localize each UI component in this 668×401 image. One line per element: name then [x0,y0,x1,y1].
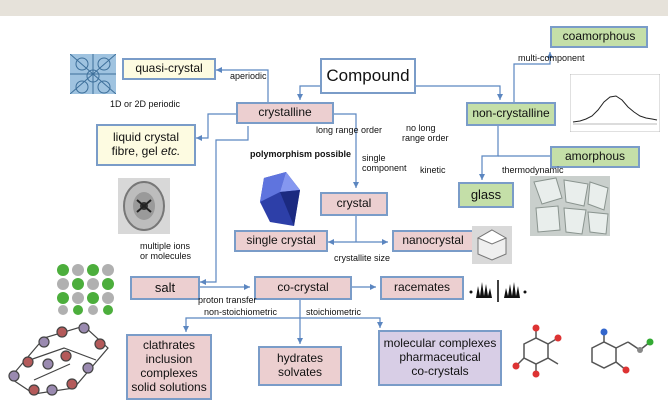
molecular-line: pharmaceutical [399,350,481,365]
gemstone-crystal-image [260,172,300,226]
liquid-crystal-diffraction-image [118,178,170,234]
label-crystallite-size: crystallite size [334,253,391,263]
co-crystal-box: co-crystal [254,276,352,300]
label-component: component [362,163,407,173]
label-thermodynamic: thermodynamic [502,165,564,175]
liquid-crystal-line1: liquid crystal [112,130,180,145]
glass-box: glass [458,182,514,208]
compound-label: Compound [326,66,410,86]
label-polymorphism-possible: polymorphism possible [250,149,352,159]
label-1d-2d-periodic: 1D or 2D periodic [110,99,181,109]
quasi-crystal-label: quasi-crystal [135,61,203,76]
arrow-to-salt-branch [200,126,249,285]
top-bar [0,0,668,16]
racemates-box: racemates [380,276,464,300]
glass-shards-image [530,176,610,236]
coamorphous-label: coamorphous [562,29,636,44]
clathrates-box: clathrates inclusion complexes solid sol… [126,334,212,400]
label-or-molecules: or molecules [140,251,192,261]
arrow-to-molecular [300,317,383,328]
label-range-order: range order [402,133,449,143]
xrd-pattern-image [570,74,660,132]
non-crystalline-box: non-crystalline [466,102,556,126]
clathrates-line: inclusion [145,352,193,367]
arrow-to-quasi [216,67,269,102]
coamorphous-box: coamorphous [550,26,648,48]
label-multiple-ions: multiple ions [140,241,191,251]
arrow-to-crystal [334,113,359,188]
molecule-models-image [512,324,654,378]
nanocrystal-image [472,226,512,264]
handprint-symbols-image [469,280,527,302]
arrow-to-liquid [196,113,236,141]
compound-box: Compound [320,58,416,94]
crystal-label: crystal [336,196,372,211]
label-no-long: no long [406,123,436,133]
crystalline-label: crystalline [258,105,312,120]
label-non-stoichiometric: non-stoichiometric [204,307,278,317]
molecular-complexes-box: molecular complexes pharmaceutical co-cr… [378,330,502,386]
hydrates-box: hydrates solvates [258,346,342,386]
arrow-compound-noncrystalline [416,85,503,100]
single-crystal-label: single crystal [246,233,316,248]
arrow-to-glass [479,126,499,180]
amorphous-label: amorphous [564,149,626,164]
clathrates-line: clathrates [142,338,196,353]
liquid-crystal-line2-etc: etc. [161,144,181,158]
hydrates-line: solvates [277,365,323,379]
quasi-crystal-tiling-image [70,54,116,94]
hydrates-line: hydrates [276,351,324,366]
label-multi-component: multi-component [518,53,585,63]
label-proton-transfer: proton transfer [198,295,257,305]
racemates-label: racemates [393,280,451,295]
arrow-to-coamorphous [513,52,553,102]
nanocrystal-label: nanocrystal [402,233,464,248]
crystal-box: crystal [320,192,388,216]
salt-label: salt [154,279,176,295]
non-crystalline-label: non-crystalline [472,106,550,121]
liquid-crystal-box: liquid crystal fibre, gel etc. [96,124,196,166]
clathrate-model-image [8,322,109,396]
clathrates-line: complexes [140,366,198,380]
label-aperiodic: aperiodic [230,71,267,81]
co-crystal-label: co-crystal [277,280,329,295]
ionic-lattice-image [57,264,114,315]
crystalline-box: crystalline [236,102,334,124]
clathrates-line: solid solutions [131,379,207,394]
label-kinetic: kinetic [420,165,446,175]
amorphous-box: amorphous [550,146,640,168]
salt-box: salt [130,276,200,300]
label-stoichiometric: stoichiometric [306,307,362,317]
molecular-line: co-crystals [411,363,469,378]
label-single: single [362,153,386,163]
liquid-crystal-line2: fibre, gel etc. [111,144,181,159]
quasi-crystal-box: quasi-crystal [122,58,216,80]
single-crystal-box: single crystal [234,230,328,252]
nanocrystal-box: nanocrystal [392,230,474,252]
label-long-range-order: long range order [316,125,383,135]
glass-label: glass [470,186,502,202]
liquid-crystal-line2-a: fibre, gel [111,144,161,158]
molecular-line: molecular complexes [383,336,497,351]
arrow-to-clathrates [183,317,300,332]
arrow-compound-crystalline [297,85,320,100]
